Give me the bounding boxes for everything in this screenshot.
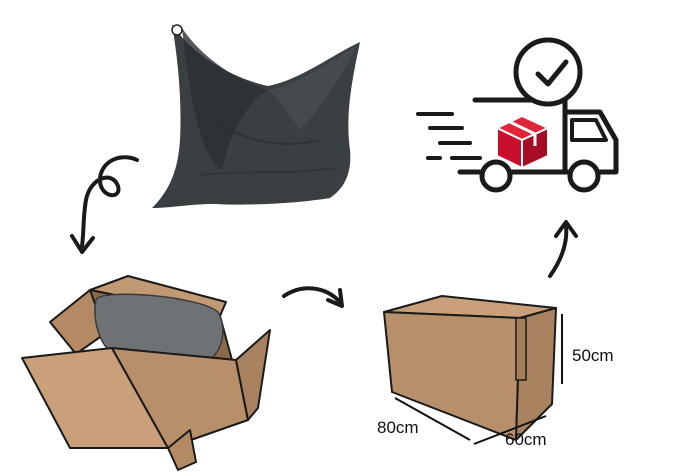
open-box-illustration <box>21 275 271 471</box>
curved-arrow-up-icon <box>548 220 578 278</box>
curved-arrow-right-icon <box>282 286 344 308</box>
width-label: 60cm <box>505 430 547 449</box>
height-label: 50cm <box>572 346 614 365</box>
clock-icon <box>513 37 583 107</box>
length-label: 80cm <box>377 418 419 437</box>
beanbag-illustration <box>152 24 360 208</box>
delivery-truck-icon <box>416 97 619 193</box>
curved-arrow-loop-icon <box>70 155 139 254</box>
dimension-lines <box>394 314 563 445</box>
parcel-icon <box>496 115 549 169</box>
closed-box-illustration <box>383 295 557 441</box>
